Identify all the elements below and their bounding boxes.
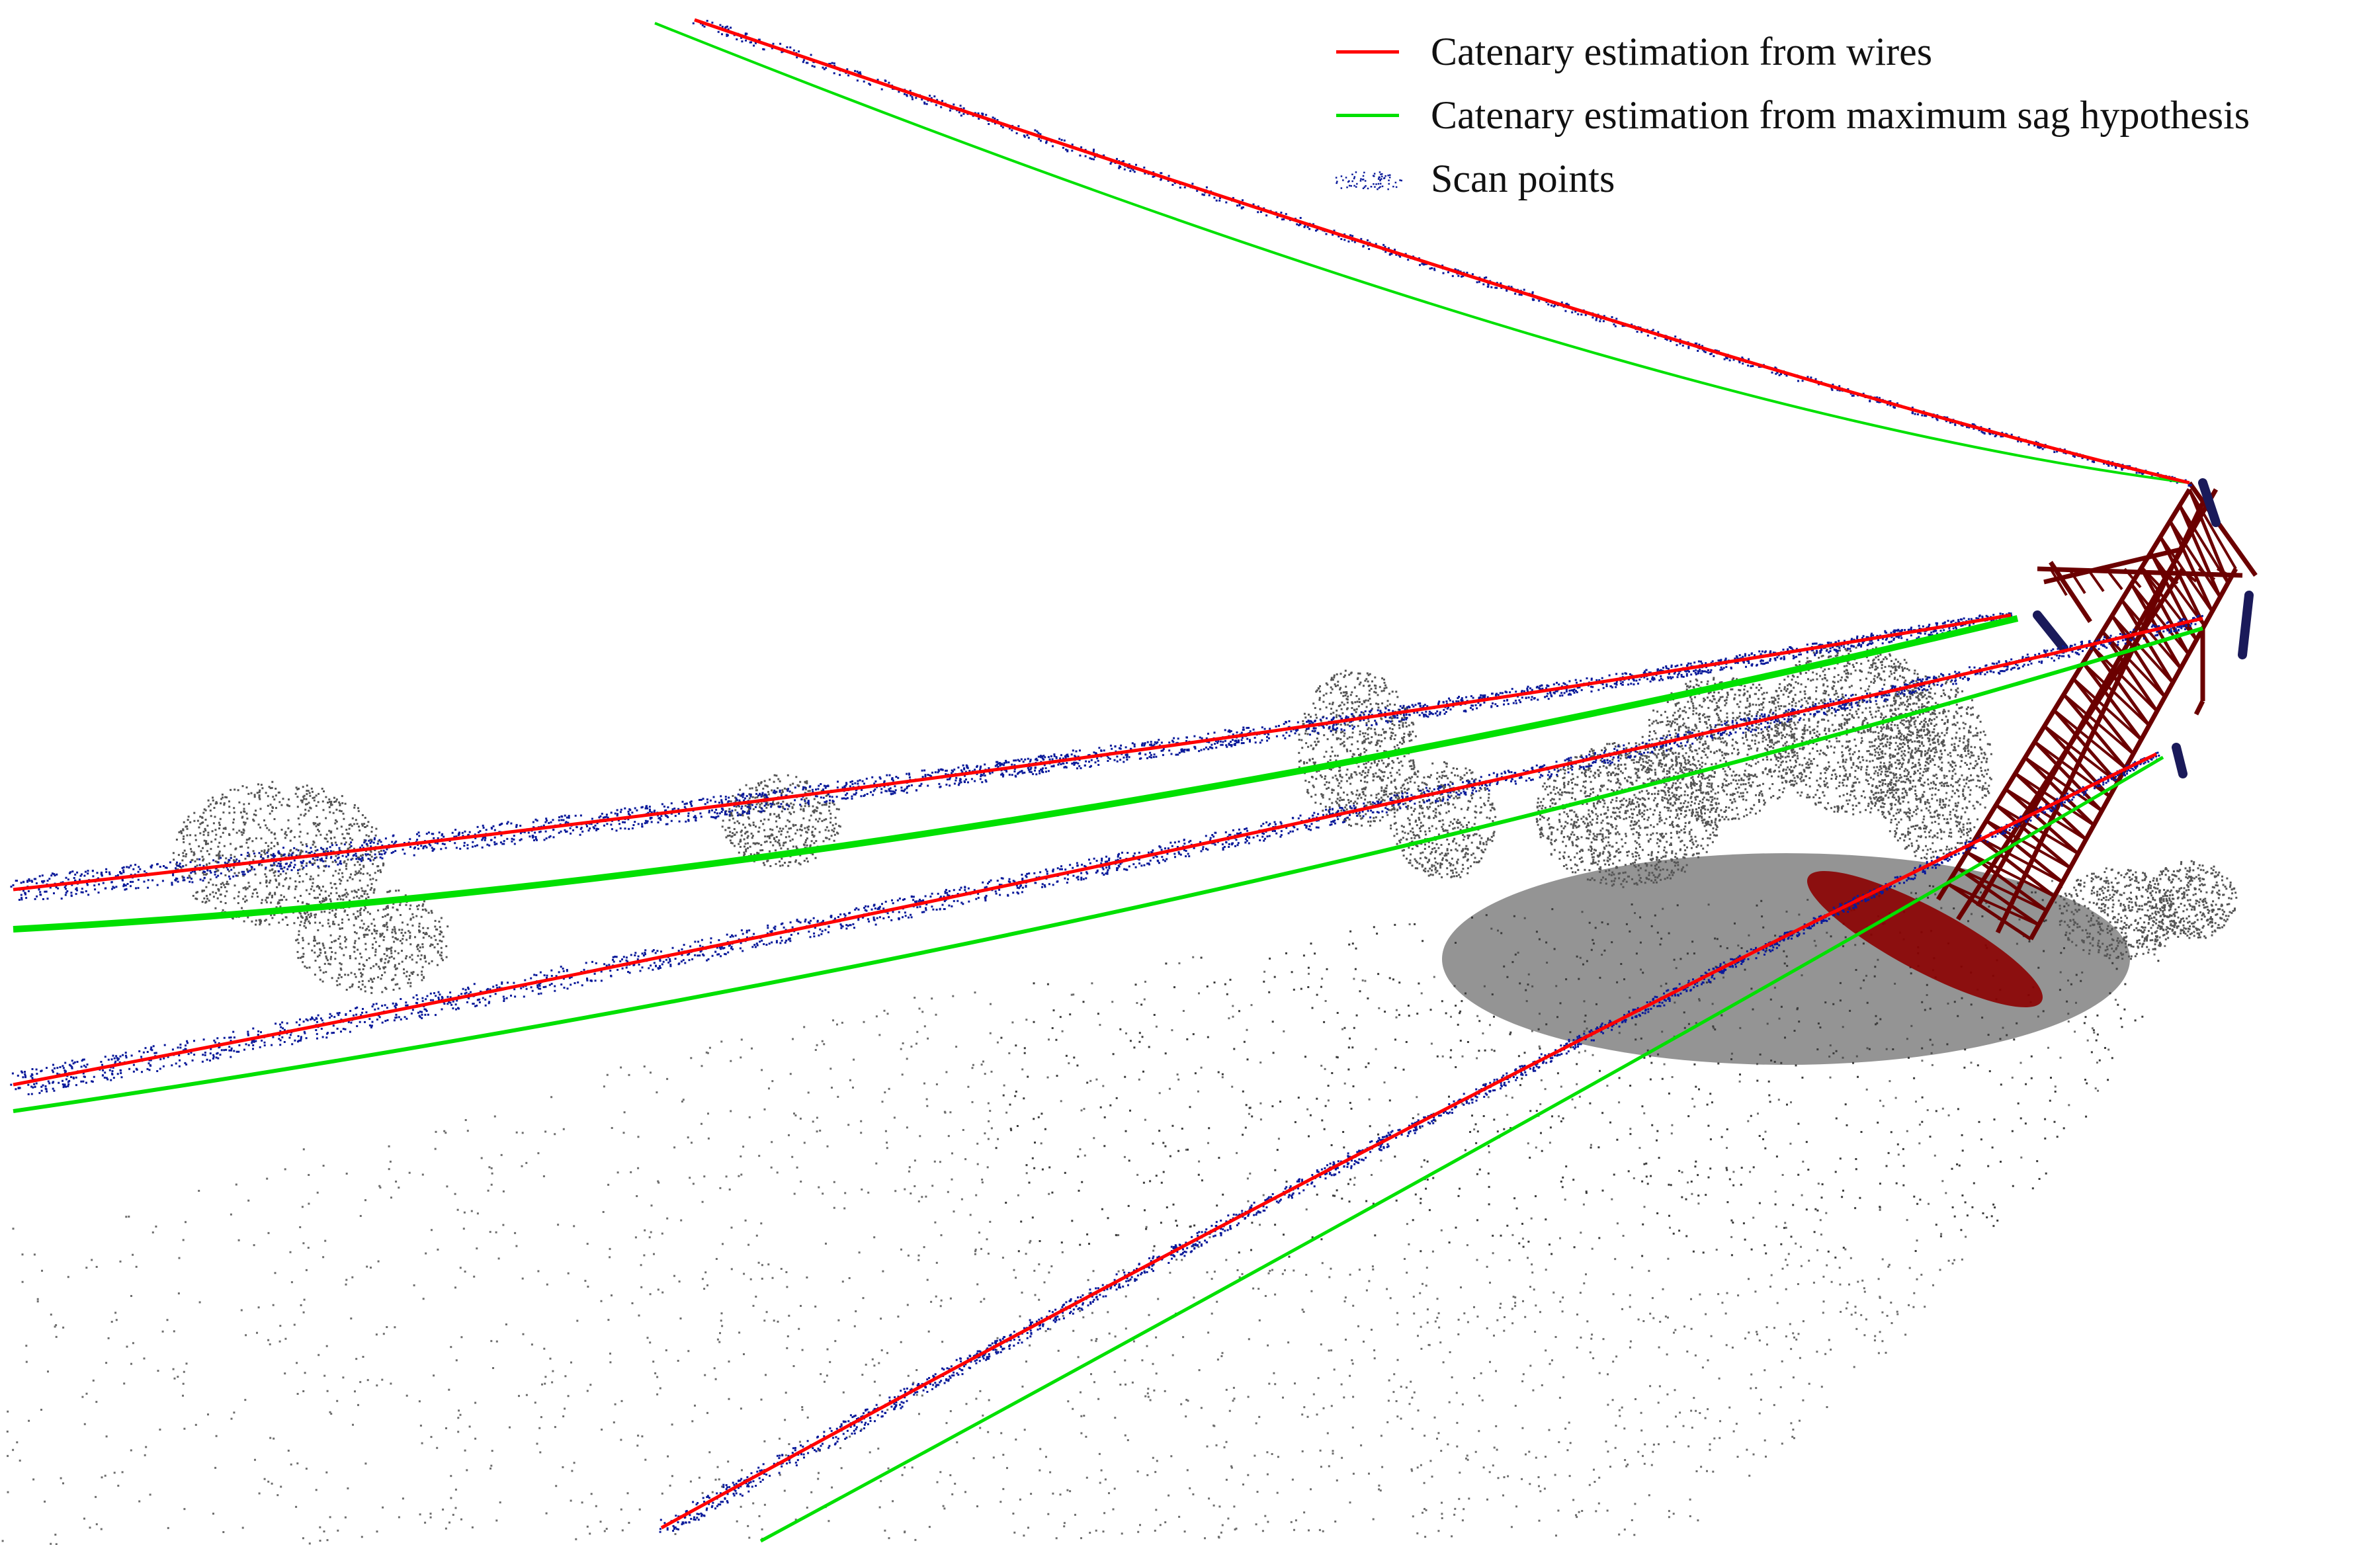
insulator [2238, 591, 2254, 659]
tower-brace [2149, 552, 2205, 627]
wire-points [10, 612, 2015, 901]
tower-brace [2053, 709, 2127, 770]
tower-ground-shadow [1806, 870, 2043, 1008]
tower-brace [2105, 567, 2123, 591]
tower-brace [2179, 567, 2197, 583]
sag-hypothesis-curve [654, 22, 2190, 484]
wire-catenary-curve [13, 616, 2203, 1087]
tower-brace [2178, 504, 2222, 599]
tower-member [2188, 481, 2258, 577]
tower-brace [2140, 567, 2197, 641]
tower-member [2193, 700, 2205, 716]
tower-brace [2111, 614, 2174, 684]
tower-brace [2023, 756, 2096, 827]
tower-brace [2101, 630, 2158, 712]
tower-brace [2062, 693, 2127, 770]
tower-brace [2082, 661, 2143, 741]
legend-green-line-swatch [1330, 99, 1406, 132]
wire-catenary-curve [660, 752, 2158, 1530]
tower-shadow-ellipse [1806, 870, 2043, 1008]
legend-scan-dots [1335, 171, 1402, 190]
legend-item-wires-fit: Catenary estimation from wires [1330, 20, 2375, 83]
tower-brace [2130, 583, 2190, 655]
tower-member [2049, 561, 2092, 623]
insulator [2198, 478, 2221, 527]
tower-member [2043, 546, 2184, 585]
tower-brace [1947, 882, 2039, 927]
tower-brace [2033, 740, 2111, 798]
sag-hypothesis-curve [759, 755, 2164, 1543]
tower-brace [1957, 866, 2047, 912]
legend-item-sag-fit: Catenary estimation from maximum sag hyp… [1330, 83, 2375, 147]
wire-scan-points [10, 20, 2203, 1533]
legend-label-sag-fit: Catenary estimation from maximum sag hyp… [1431, 93, 2250, 137]
tower-brace [2072, 677, 2143, 741]
tower-brace [1975, 835, 2056, 898]
tower-brace [2005, 788, 2087, 841]
legend-item-scan-points: Scan points [1330, 147, 2375, 210]
tower-brace [2168, 520, 2214, 612]
tower-brace [1966, 851, 2048, 912]
tower-brace [2086, 567, 2105, 593]
tower-brace [2110, 614, 2166, 698]
tower-brace [2121, 599, 2182, 670]
tower-brace [2160, 567, 2179, 585]
wire-catenary-curve [13, 613, 2012, 892]
tower-brace [2149, 552, 2198, 641]
wire-points [659, 751, 2160, 1533]
transmission-tower [1936, 478, 2258, 941]
tower-brace [2072, 677, 2135, 755]
tower-brace [1976, 835, 2063, 884]
tower-brace [2068, 567, 2086, 595]
tower-brace [1956, 866, 2040, 927]
legend-label-scan-points: Scan points [1431, 157, 1615, 200]
wire-catenary-curve [694, 18, 2190, 485]
tower-brace [2053, 709, 2119, 784]
tower-brace [2188, 488, 2237, 570]
tower-brace [2120, 599, 2174, 684]
legend: Catenary estimation from wires Catenary … [1330, 20, 2375, 210]
catenary-fit-curves [13, 18, 2203, 1543]
tower-brace [2004, 788, 2080, 855]
tower-brace [2197, 567, 2216, 581]
tower-brace [1995, 804, 2072, 870]
sag-hypothesis-curve [13, 615, 2019, 933]
insulator [2033, 610, 2068, 653]
sag-hypothesis-curve [13, 626, 2203, 1113]
insulator [2172, 743, 2188, 778]
tower-brace [2142, 567, 2160, 587]
wire-points [10, 614, 2203, 1095]
tower-brace [1947, 882, 2032, 941]
tower-brace [2158, 536, 2206, 627]
tower-brace [2102, 630, 2166, 698]
terrain-point-cloud [1, 853, 2166, 1545]
tower-brace [2062, 693, 2135, 755]
tower-brace [2043, 725, 2119, 784]
legend-red-line-swatch [1330, 35, 1406, 68]
tower-brace [2123, 567, 2142, 589]
tower-brace [2217, 567, 2234, 579]
tower-brace [2169, 520, 2221, 599]
tower-brace [2049, 567, 2068, 597]
terrain-dense-area [1442, 853, 2130, 1065]
tower-brace [2139, 567, 2190, 655]
tower-brace [2082, 661, 2150, 727]
tower-brace [2043, 724, 2111, 798]
tower-brace [1966, 851, 2055, 898]
tower-brace [2188, 489, 2230, 584]
tower-brace [2014, 772, 2095, 827]
legend-scan-points-swatch [1330, 162, 1406, 195]
legend-label-wires-fit: Catenary estimation from wires [1431, 30, 1933, 73]
